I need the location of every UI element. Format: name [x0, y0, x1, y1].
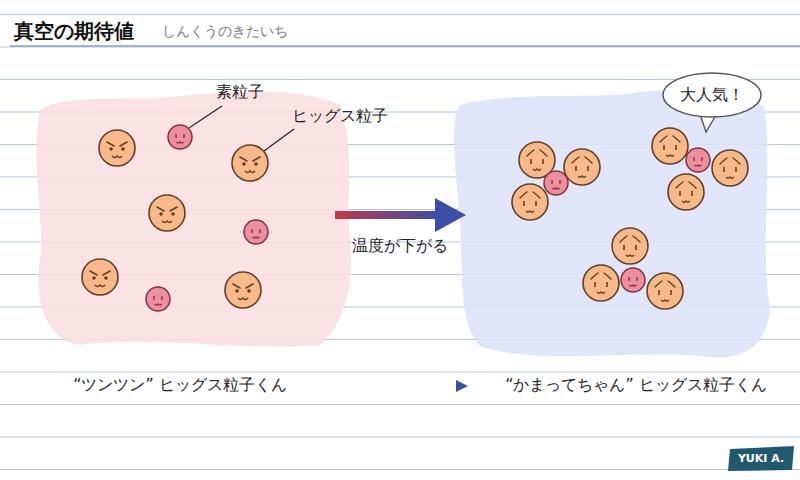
hot-vacuum-region [36, 92, 350, 347]
cold-vacuum-region [454, 89, 770, 358]
part-label: 素粒子 [216, 82, 264, 101]
leader-line [189, 106, 222, 128]
part-label: ヒッグス粒子 [292, 106, 388, 125]
title: 真空の期待値 [14, 18, 134, 45]
particles-left [82, 125, 268, 311]
title-rule [10, 45, 800, 46]
cooling-arrow [335, 198, 466, 232]
caption-left: “ツンツン” ヒッグス粒子くん [73, 375, 287, 394]
speech-bubble: 大人気！ [662, 72, 762, 118]
watermark-badge [728, 446, 794, 471]
change-arrowhead [456, 380, 468, 392]
leader-line [264, 129, 294, 151]
watermark: YUKI A. [738, 452, 784, 465]
caption-right: “かまってちゃん” ヒッグス粒子くん [505, 375, 767, 394]
arrow-label: 温度が下がる [352, 236, 448, 255]
bubble-text: 大人気！ [680, 85, 744, 104]
subtitle: しんくうのきたいち [162, 23, 288, 40]
particles-right [512, 128, 748, 309]
change-arrow [322, 385, 464, 387]
